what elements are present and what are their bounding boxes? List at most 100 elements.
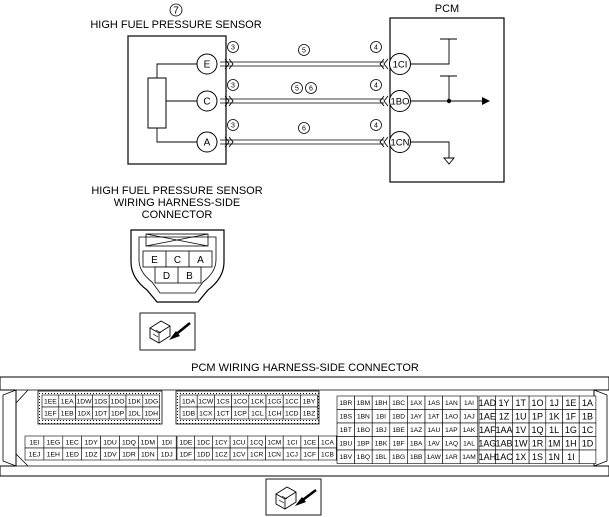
- pcm-cell-label: 1Z: [499, 411, 510, 421]
- pcm-cell-label: 1CE: [303, 439, 316, 446]
- svg-text:B: B: [186, 271, 193, 282]
- pcm-cell-label: 1BO: [357, 427, 370, 434]
- pcm-cell-label: 1B: [582, 411, 593, 421]
- sensor-element: [147, 77, 167, 129]
- pcm-cell-label: 1EE: [44, 398, 57, 405]
- sensor-ref-marker: 7: [169, 3, 183, 17]
- pcm-cell-label: 1BD: [392, 414, 405, 421]
- pcm-cell-label: 1AD: [479, 398, 497, 408]
- pcm-cell-label: 1CQ: [250, 439, 264, 446]
- svg-text:4: 4: [374, 45, 378, 52]
- pcm-cell-label: 1AP: [445, 427, 458, 434]
- pcm-cell-label: 1CH: [268, 410, 282, 417]
- pcm-cell: [142, 406, 160, 420]
- pcm-cell-label: 1G: [565, 425, 577, 435]
- pcm-cell-label: 1AF: [479, 425, 496, 435]
- pcm-cell-label: 1DH: [144, 410, 158, 417]
- pcm-cell-label: 1AZ: [410, 427, 422, 434]
- pcm-cell-label: 1BA: [410, 441, 423, 448]
- pcm-cell-label: 1AL: [463, 441, 475, 448]
- pcm-cell-label: 1BP: [357, 441, 370, 448]
- pcm-cell-label: 1DC: [197, 439, 210, 446]
- pcm-cell-label: 1EG: [47, 439, 61, 446]
- pcm-cell: [578, 449, 597, 464]
- pcm-pin-1bo: 1BO: [389, 90, 411, 112]
- pcm-cell-label: 1D: [582, 438, 594, 448]
- sensor-body: [127, 35, 227, 165]
- pcm-cell-label: 1CF: [304, 451, 316, 458]
- svg-text:3: 3: [231, 83, 235, 90]
- sensor-connector-face: E C A D B: [130, 229, 225, 303]
- pcm-cell-label: 1P: [532, 411, 543, 421]
- pcm-cell-label: 1C: [582, 425, 594, 435]
- svg-text:1CN: 1CN: [390, 138, 409, 149]
- sensor-connector-title-3: CONNECTOR: [142, 209, 213, 221]
- pcm-cell-label: 1DY: [85, 439, 99, 446]
- pcm-cell-label: 1AJ: [463, 414, 474, 421]
- pcm-cell-label: 1AE: [479, 411, 496, 421]
- pcm-cell-label: 1DZ: [85, 451, 98, 458]
- pcm-cell-label: 1CZ: [215, 451, 227, 458]
- pcm-cell-label: 1AH: [479, 452, 497, 462]
- sensor-pin-notes: 3 3 3: [227, 41, 239, 131]
- pcm-cell-label: 1DA: [182, 398, 196, 405]
- pcm-cell-label: 1BF: [393, 441, 405, 448]
- sensor-connector-title-1: HIGH FUEL PRESSURE SENSOR: [91, 185, 262, 197]
- pcm-pin-1cn: 1CN: [389, 131, 411, 153]
- pcm-cell-label: 1AG: [478, 438, 496, 448]
- pcm-cell-label: 1DI: [161, 439, 172, 446]
- pcm-cell-label: 1DB: [182, 410, 196, 417]
- pcm-cell-label: 1EI: [29, 439, 39, 446]
- pcm-cell-label: 1EC: [66, 439, 79, 446]
- pcm-cell-label: 1N: [548, 452, 560, 462]
- svg-text:E: E: [204, 60, 211, 71]
- pcm-cell-label: 1BH: [375, 400, 388, 407]
- pcm-cell-label: 1T: [515, 398, 526, 408]
- pcm-cell-label: 1BS: [340, 414, 353, 421]
- sensor-ref-number: 7: [173, 6, 179, 17]
- svg-text:4: 4: [374, 123, 378, 130]
- pcm-cell-label: 1U: [515, 411, 527, 421]
- pcm-cell-label: 1AN: [445, 400, 458, 407]
- pcm-connector-probe-icon: [265, 478, 322, 516]
- wires: [220, 61, 384, 145]
- pcm-cell-label: 1EA: [61, 398, 74, 405]
- pcm-cell-label: 1O: [531, 398, 543, 408]
- svg-text:D: D: [163, 271, 170, 282]
- pcm-cell-label: 1AW: [427, 454, 442, 461]
- pcm-pin-notes: 4 4 4: [370, 41, 382, 131]
- pcm-cell-label: 1AM: [462, 454, 476, 461]
- pcm-cell-label: 1CM: [267, 439, 281, 446]
- pcm-cell-label: 1CT: [217, 410, 230, 417]
- pcm-cell-label: 1S: [532, 452, 543, 462]
- pcm-cell: [300, 406, 318, 420]
- pcm-cell-label: 1AA: [496, 425, 513, 435]
- pcm-cell-label: 1DN: [141, 451, 155, 458]
- svg-text:C: C: [174, 255, 181, 266]
- pcm-cell-label: 1V: [515, 425, 526, 435]
- pcm-cell-label: 1E: [565, 398, 576, 408]
- pcm-cell-label: 1DV: [103, 451, 117, 458]
- pcm-cell-label: 1I: [567, 452, 575, 462]
- pcm-cell-label: 1BV: [340, 454, 353, 461]
- pcm-cell-label: 1CB: [321, 451, 334, 458]
- svg-text:5: 5: [295, 86, 299, 93]
- pcm-cell: [157, 447, 177, 461]
- pcm-cell: [459, 449, 479, 464]
- svg-text:C: C: [203, 97, 210, 108]
- pcm-cell-label: 1CA: [321, 439, 334, 446]
- pcm-cell-label: 1EB: [61, 410, 74, 417]
- pcm-cell-label: 1BK: [375, 441, 388, 448]
- pcm-cell-label: 1CW: [198, 398, 214, 405]
- pcm-cell-label: 1A: [582, 398, 593, 408]
- pcm-cell-label: 1BE: [392, 427, 405, 434]
- pcm-cell-label: 1EJ: [29, 451, 41, 458]
- pcm-cell-label: 1DO: [111, 398, 125, 405]
- sensor-title: HIGH FUEL PRESSURE SENSOR: [90, 19, 261, 31]
- pcm-cell-label: 1DT: [94, 410, 107, 417]
- pcm-cell-label: 1BR: [339, 400, 352, 407]
- pcm-cell-label: 1DG: [144, 398, 158, 405]
- svg-text:4: 4: [374, 83, 378, 90]
